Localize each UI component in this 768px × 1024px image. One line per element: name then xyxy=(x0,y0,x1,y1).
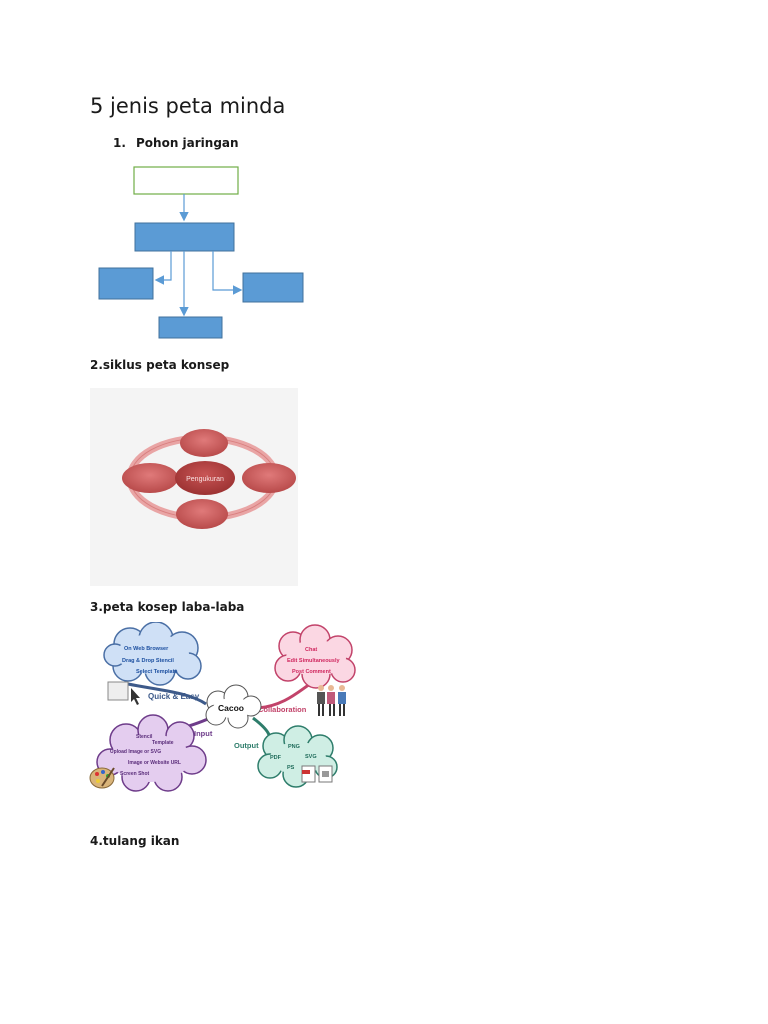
page-title: 5 jenis peta minda xyxy=(90,94,286,118)
cycle-center-label: Pengukuran xyxy=(186,476,224,483)
cycle-node-right xyxy=(242,463,296,493)
quick-item: Select Template xyxy=(136,669,177,675)
branch-input-label: Input xyxy=(194,729,213,738)
center-label: Cacoo xyxy=(218,703,244,713)
tree-connector xyxy=(154,251,172,285)
input-item: Image or Website URL xyxy=(128,760,181,766)
collab-item: Post Comment xyxy=(292,669,331,675)
section-1-number: 1. xyxy=(113,136,126,150)
branch-quick-line xyxy=(127,682,207,706)
input-item: Upload Image or SVG xyxy=(110,749,161,755)
section-4-heading: 4.tulang ikan xyxy=(90,834,180,848)
output-item: PNG xyxy=(288,744,300,750)
branch-collab-line xyxy=(257,682,311,710)
branch-collab-label: Collaboration xyxy=(258,705,307,714)
cycle-center-node xyxy=(175,461,235,495)
input-item: Stencil xyxy=(136,734,153,740)
section-3-heading: 3.peta kosep laba-laba xyxy=(90,600,245,614)
tree-root-box xyxy=(133,166,239,195)
collab-item: Chat xyxy=(305,647,317,653)
cycle-diagram: Pengukuran xyxy=(90,388,298,586)
quick-item: Drag & Drop Stencil xyxy=(122,658,174,664)
cloud-quick xyxy=(103,622,202,686)
palette-icon xyxy=(89,767,115,789)
tree-child-box-left xyxy=(98,267,154,300)
people-icon xyxy=(317,685,346,716)
tree-child-box-bottom xyxy=(158,316,223,339)
tree-diagram xyxy=(98,166,304,339)
section-1-heading: Pohon jaringan xyxy=(136,136,239,150)
collab-item: Edit Simultaneously xyxy=(287,658,341,664)
cursor-icon xyxy=(107,681,140,705)
section-2-heading: 2.siklus peta konsep xyxy=(90,358,230,372)
input-item: Template xyxy=(152,740,174,746)
file-icons xyxy=(301,765,333,783)
tree-child-box-right xyxy=(242,272,304,303)
output-item: PS xyxy=(287,765,295,771)
cycle-node-left xyxy=(122,463,178,493)
output-item: SVG xyxy=(305,754,317,760)
tree-parent-box xyxy=(134,222,235,252)
center-cloud xyxy=(205,684,262,729)
cloud-collab xyxy=(274,624,356,689)
spider-diagram: On Web Browser Drag & Drop Stencil Selec… xyxy=(89,622,356,792)
output-item: PDF xyxy=(270,755,282,761)
input-item: Screen Shot xyxy=(120,771,150,777)
branch-output-label: Output xyxy=(234,741,259,750)
tree-connector xyxy=(212,251,243,295)
cycle-node-top xyxy=(180,429,228,457)
branch-quick-label: Quick & Easy xyxy=(148,692,200,701)
quick-item: On Web Browser xyxy=(124,646,169,652)
cycle-node-bottom xyxy=(176,499,228,529)
